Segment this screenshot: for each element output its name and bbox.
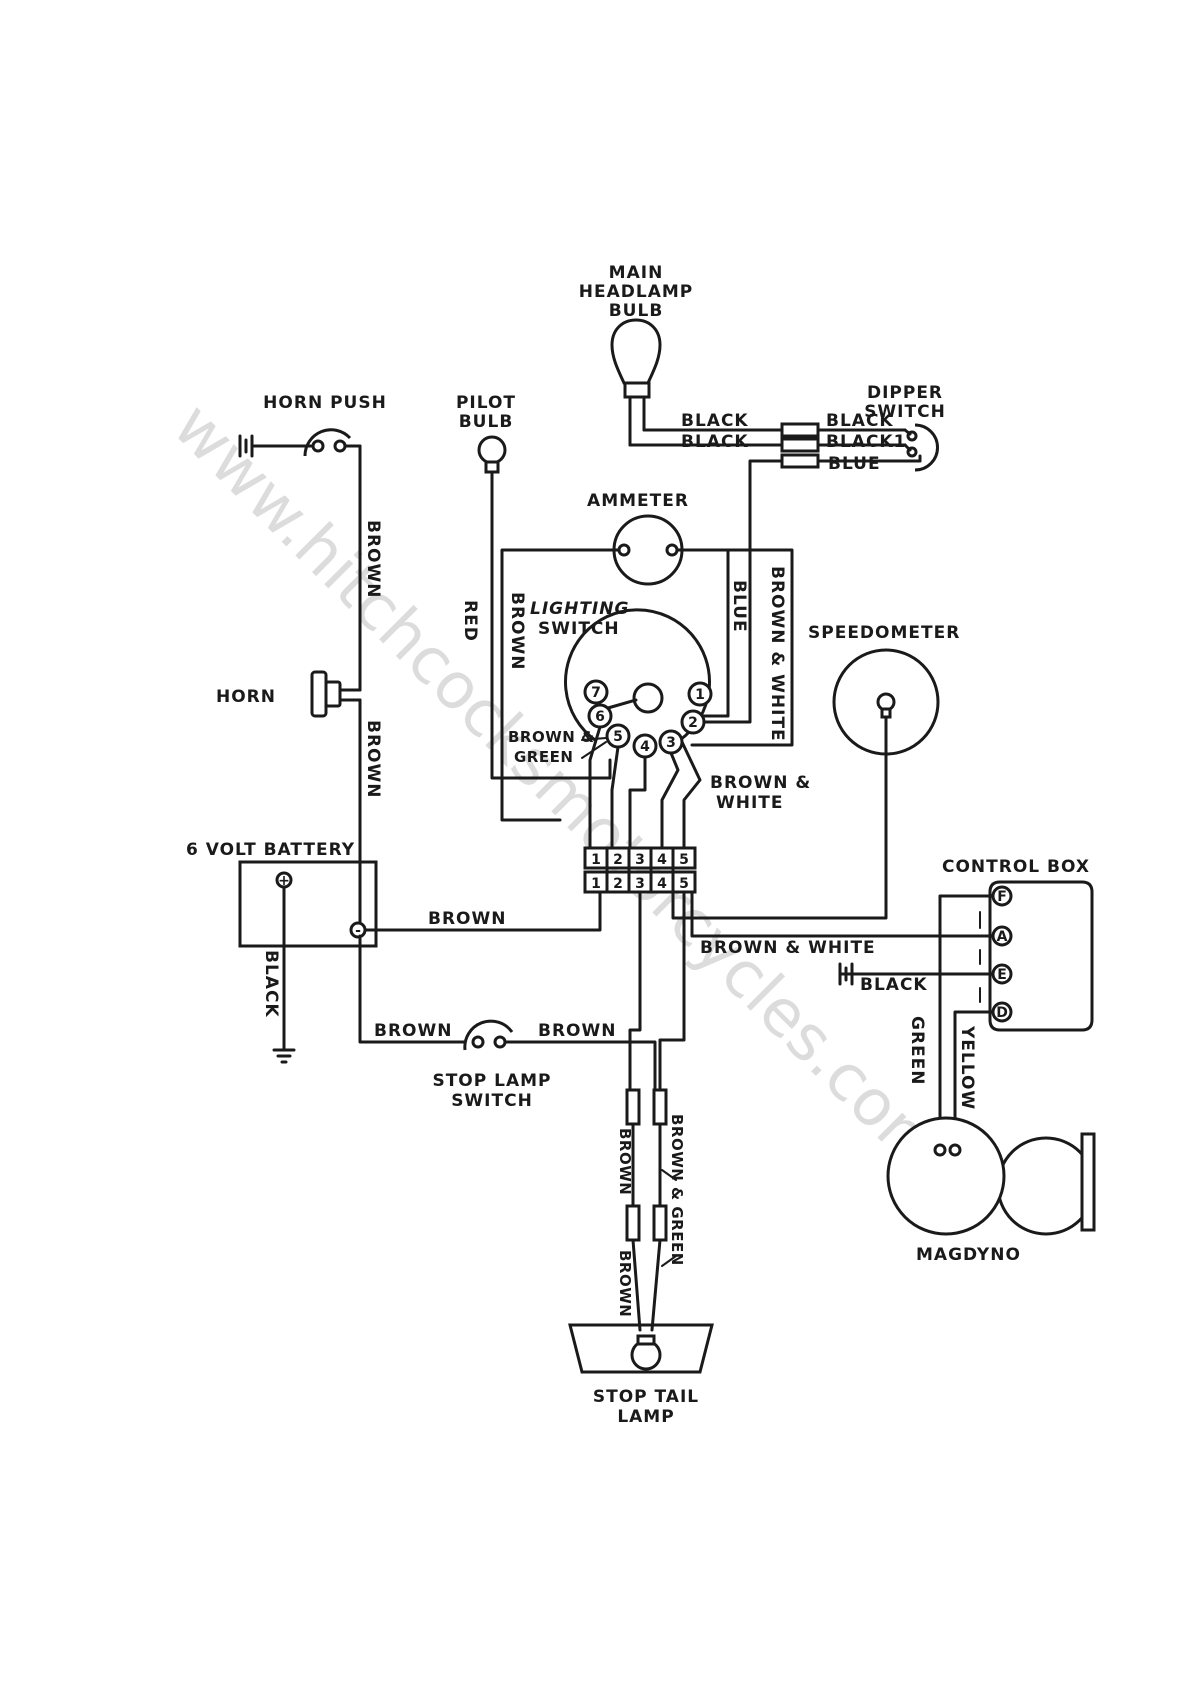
wire-label-brown-horn: BROWN: [363, 720, 383, 798]
wire-label-brown-lighting: BROWN: [507, 592, 527, 670]
svg-text:5: 5: [613, 729, 623, 745]
svg-text:5: 5: [679, 876, 689, 892]
svg-text:4: 4: [657, 852, 667, 868]
lighting-switch-terminal-7: [583, 679, 609, 705]
battery-label: 6 VOLT BATTERY: [186, 840, 355, 860]
lighting-switch-terminal-2: [680, 709, 706, 735]
wire-label-blue-vertical: BLUE: [729, 580, 749, 633]
control-box: F A E D: [979, 880, 1094, 1032]
dipper-switch: [903, 423, 939, 472]
wire-label-black-1: BLACK: [681, 411, 749, 431]
connector: [780, 453, 820, 469]
wire-label-brown-tail-2: BROWN: [616, 1250, 634, 1317]
svg-text:5: 5: [679, 852, 689, 868]
svg-text:-: -: [355, 923, 361, 939]
svg-text:1: 1: [591, 852, 601, 868]
wire-label-brown-tail-1: BROWN: [616, 1128, 634, 1195]
wire-label-brown-horn-push: BROWN: [363, 520, 383, 598]
wire-label-yellow: YELLOW: [957, 1025, 977, 1110]
svg-text:4: 4: [657, 876, 667, 892]
svg-text:3: 3: [635, 852, 645, 868]
control-box-label: CONTROL BOX: [942, 857, 1090, 877]
svg-text:2: 2: [613, 876, 623, 892]
wire-label-brown-stop-left: BROWN: [374, 1021, 452, 1041]
dipper-label-1: DIPPER: [867, 383, 943, 403]
wire-label-green: GREEN: [907, 1016, 927, 1086]
stop-tail-lamp-label-2: LAMP: [617, 1407, 674, 1427]
main-headlamp-bulb: [610, 318, 662, 447]
wire-label-brown-battery: BROWN: [428, 909, 506, 929]
junction-block: 1 2 3 4 5 1 2 3 4 5: [583, 846, 697, 894]
speedometer-label: SPEEDOMETER: [808, 623, 960, 643]
wire-label-white: WHITE: [716, 793, 784, 813]
wire-label-brown-white-vertical: BROWN & WHITE: [767, 566, 787, 742]
wire-label-brown-white-control: BROWN & WHITE: [700, 938, 876, 958]
wire-label-brown-green-tail: BROWN & GREEN: [668, 1114, 686, 1266]
wire-label-brown-and: BROWN &: [508, 728, 595, 746]
pilot-label-1: PILOT: [456, 393, 516, 413]
svg-text:A: A: [997, 929, 1008, 945]
lighting-switch-label-1: LIGHTING: [530, 599, 629, 619]
svg-text:1: 1: [591, 876, 601, 892]
pilot-label-2: BULB: [459, 412, 514, 432]
wire-label-black1: BLACK1: [826, 432, 906, 452]
svg-text:6: 6: [595, 709, 605, 725]
horn-push: [238, 428, 362, 458]
pilot-bulb: [477, 435, 507, 474]
lighting-switch-label-2: SWITCH: [538, 619, 620, 639]
svg-text:4: 4: [640, 739, 650, 755]
svg-text:3: 3: [666, 735, 676, 751]
wire-label-black-battery: BLACK: [261, 950, 281, 1018]
battery: + -: [238, 860, 378, 948]
stop-tail-lamp: [568, 1323, 714, 1374]
headlamp-label-1: MAIN: [609, 263, 664, 283]
svg-text:2: 2: [688, 715, 698, 731]
wire-label-green-word: GREEN: [514, 748, 573, 766]
stop-lamp-switch-label-2: SWITCH: [451, 1091, 533, 1111]
wire-label-blue: BLUE: [828, 454, 881, 474]
horn: [310, 670, 362, 718]
svg-text:F: F: [997, 889, 1007, 905]
connector: [780, 437, 820, 453]
wire-label-brown-stop-right: BROWN: [538, 1021, 616, 1041]
svg-text:3: 3: [635, 876, 645, 892]
lighting-switch: 1 2 3 4 5 6 7: [564, 608, 713, 759]
ammeter-label: AMMETER: [587, 491, 689, 511]
wire-label-black-control: BLACK: [860, 975, 928, 995]
magdyno: [886, 1116, 1096, 1236]
wire-label-red: RED: [460, 600, 480, 642]
wire-label-black-2: BLACK: [681, 432, 749, 452]
stop-lamp-switch-label-1: STOP LAMP: [432, 1071, 551, 1091]
svg-text:+: +: [278, 873, 290, 889]
svg-text:2: 2: [613, 852, 623, 868]
watermark-text: www.hitchcocksmotorcycles.com: [159, 389, 959, 1189]
stop-lamp-switch: [463, 1019, 514, 1051]
headlamp-label-2: HEADLAMP: [579, 282, 693, 302]
wire-label-brown-white-1: BROWN &: [710, 773, 811, 793]
connector: [780, 422, 820, 438]
wire-label-black-3: BLACK: [826, 411, 894, 431]
dipper-label-2: SWITCH: [864, 402, 946, 422]
horn-label: HORN: [216, 687, 276, 707]
svg-text:7: 7: [591, 685, 601, 701]
lighting-switch-terminal-1: [687, 681, 713, 707]
svg-text:E: E: [997, 967, 1007, 983]
tail-lamp-harness: [625, 1088, 668, 1332]
svg-text:1: 1: [695, 687, 705, 703]
horn-push-label: HORN PUSH: [263, 393, 387, 413]
magdyno-label: MAGDYNO: [916, 1245, 1021, 1265]
svg-text:D: D: [996, 1005, 1008, 1021]
stop-tail-lamp-label-1: STOP TAIL: [593, 1387, 699, 1407]
ammeter: [612, 514, 684, 586]
headlamp-label-3: BULB: [609, 301, 664, 321]
